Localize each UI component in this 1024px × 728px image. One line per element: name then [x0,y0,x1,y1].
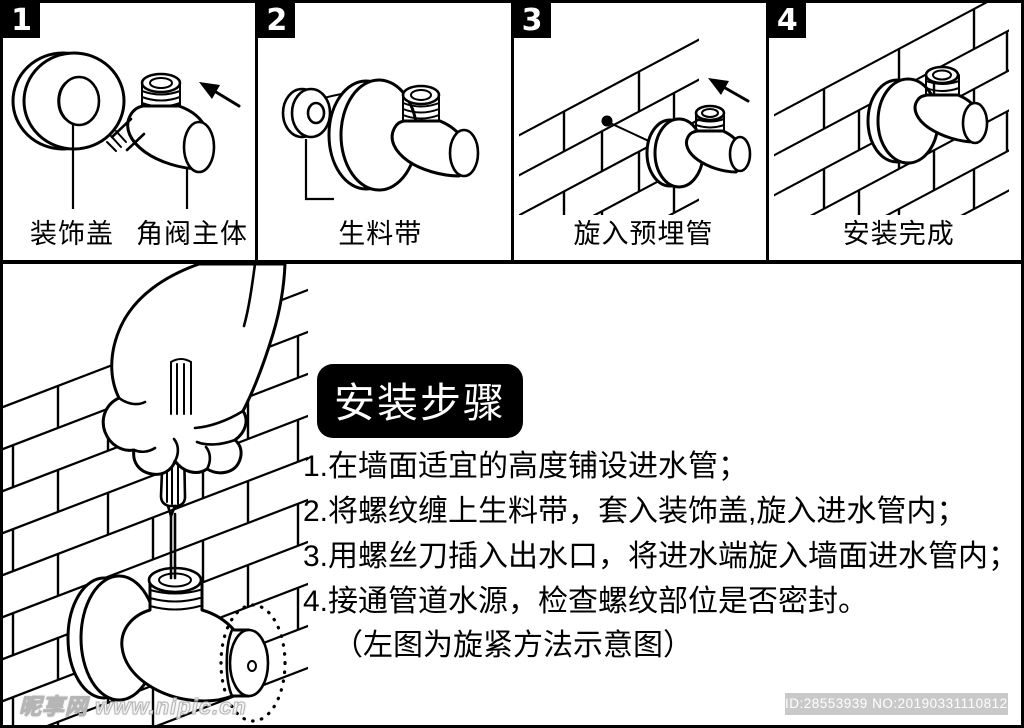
step-number: 1 [3,3,40,38]
instructions-block: 安装步骤 1.在墙面适宜的高度铺设进水管； 2.将螺纹缠上生料带，套入装饰盖,旋… [303,364,1018,662]
instruction-line-4: 4.接通管道水源，检查螺纹部位是否密封。 [303,585,869,618]
rotation-dotted-ellipse [219,603,287,723]
valve-inlet-thread [694,104,725,122]
label-decorative-cover: 装饰盖 [30,219,114,249]
tape-wrap-illustration [281,78,480,201]
valve-outlet-face [728,135,751,173]
step-number: 2 [258,3,296,38]
instruction-line-1: 1.在墙面适宜的高度铺设进水管； [303,450,749,483]
valve-parts-illustration [11,51,241,209]
step-number: 4 [768,3,806,38]
valve-inlet-thread [401,84,441,106]
site-watermark: 昵享网 www.nipic.cn [19,694,247,720]
valve-outlet-face [448,128,480,178]
valve-outlet-face [961,101,989,145]
step-number: 3 [513,3,551,38]
instruction-line-2: 2.将螺纹缠上生料带，套入装饰盖,旋入进水管内； [303,495,967,528]
label-screw-into-pipe: 旋入预埋管 [573,219,714,249]
pipe-opening-dot [601,115,612,127]
instruction-line-3: 3.用螺丝刀插入出水口，将进水端旋入墙面进水管内； [303,540,1019,573]
tape-roll-hole [306,101,326,125]
steps-row: 1 装饰盖角阀主体 [3,3,1021,264]
installed-valve-illustration [773,3,1009,215]
outlet-screw-hole [247,660,257,672]
valve-body [120,580,251,703]
stock-id-bar: ID:28553939 NO:20190331110812445995 [785,693,1021,715]
brick-wall [773,3,1009,215]
step-caption: 安装完成 [769,212,1021,251]
handle-grip-gap [170,358,192,363]
screw-into-wall-illustration [518,38,751,215]
step-panel-1: 1 装饰盖角阀主体 [3,3,256,260]
step-caption: 生料带 [258,212,510,251]
hand-screwdriver-illustration [3,264,308,725]
step-panel-4: 4 安装完成 [765,3,1021,260]
detail-section: 安装步骤 1.在墙面适宜的高度铺设进水管； 2.将螺纹缠上生料带，套入装饰盖,旋… [3,264,1021,725]
brick-wall [518,38,699,215]
valve-outlet-face [182,120,216,174]
instruction-note: （左图为旋紧方法示意图） [333,629,693,662]
valve-inlet-thread [924,65,960,85]
step-caption: 装饰盖角阀主体 [3,212,255,251]
label-install-complete: 安装完成 [842,219,955,249]
instructions-title-badge: 安装步骤 [317,364,523,438]
step-caption: 旋入预埋管 [514,212,766,251]
valve-inlet-thread [140,72,182,94]
leader-tape [305,139,335,201]
label-valve-body: 角阀主体 [136,219,248,249]
step-panel-3: 3 旋入预埋管 [510,3,766,260]
step-panel-2: 2 生料带 [255,3,511,260]
hand-fist [101,264,287,476]
label-ptfe-tape: 生料带 [338,219,423,249]
